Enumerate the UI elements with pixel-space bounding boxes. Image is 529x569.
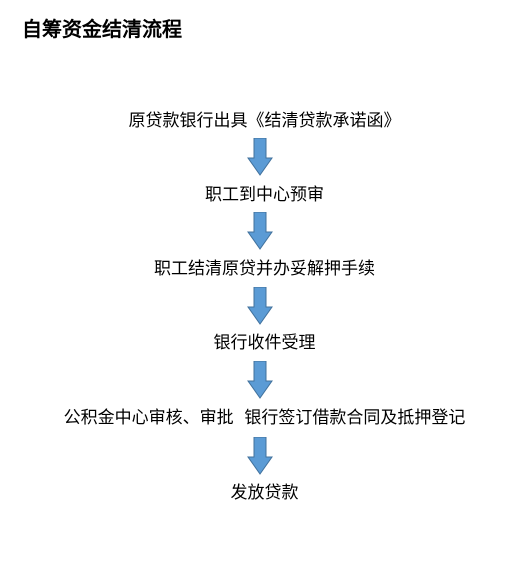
flow-step-review-approval-contract: 公积金中心审核、审批 银行签订借款合同及抵押登记 bbox=[63, 408, 466, 428]
flow-step-bank-acceptance: 银行收件受理 bbox=[213, 333, 316, 353]
flow-step-loan-bank-commitment: 原贷款银行出具《结清贷款承诺函》 bbox=[128, 111, 401, 131]
flow-step-loan-disbursement: 发放贷款 bbox=[230, 483, 299, 503]
flow-step-pre-review: 职工到中心预审 bbox=[205, 185, 324, 205]
down-arrow-icon bbox=[247, 138, 273, 176]
down-arrow-icon bbox=[247, 287, 273, 325]
down-arrow-icon bbox=[247, 361, 273, 399]
page-title: 自筹资金结清流程 bbox=[22, 17, 182, 41]
down-arrow-icon bbox=[247, 212, 273, 250]
flow-step-settle-original-loan: 职工结清原贷并办妥解押手续 bbox=[154, 259, 375, 279]
down-arrow-icon bbox=[247, 437, 273, 475]
